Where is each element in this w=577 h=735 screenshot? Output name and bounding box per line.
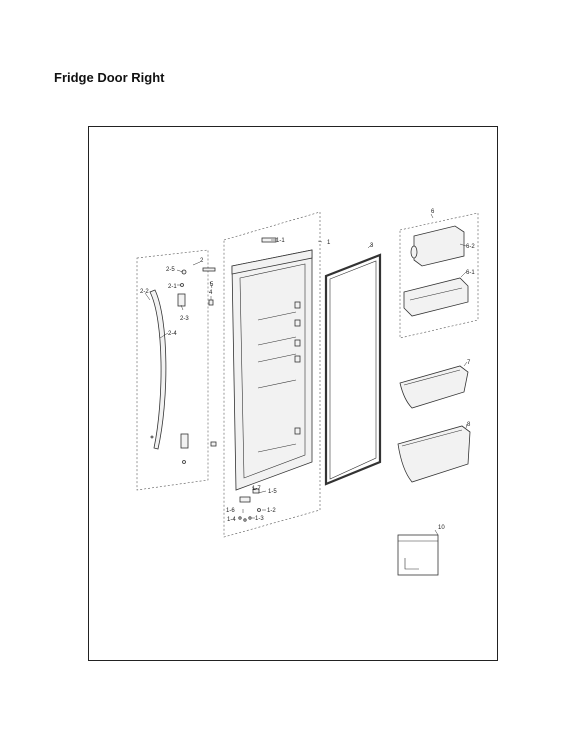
callout-8: 8 <box>467 422 471 428</box>
leader-lines <box>144 213 468 536</box>
callout-3: 3 <box>370 243 374 249</box>
callout-1-4: 1-4 <box>227 517 236 523</box>
screw-strip <box>202 267 216 272</box>
callout-2-4: 2-4 <box>168 331 177 337</box>
callout-1: 1 <box>327 240 331 246</box>
callout-1-7: 1-7 <box>252 486 261 492</box>
callout-2-3: 2-3 <box>180 316 189 322</box>
callout-labels: 1 1-1 1-2 1-3 1-4 1-5 1-6 1-7 2 2-1 2-2 … <box>140 209 475 531</box>
handle-bracket-lower <box>180 433 189 449</box>
callout-6: 6 <box>431 209 435 215</box>
callout-1-2: 1-2 <box>267 508 276 514</box>
callout-1-5: 1-5 <box>268 489 277 495</box>
door-assembly <box>223 211 321 538</box>
callout-1-1: 1-1 <box>276 238 285 244</box>
diagram-frame <box>88 126 498 661</box>
door-gasket <box>324 253 382 486</box>
page-title: Fridge Door Right <box>54 70 165 85</box>
guard-assembly <box>399 212 479 339</box>
handle-bracket-upper <box>177 293 186 307</box>
callout-2-1: 2-1 <box>168 284 177 290</box>
door-guard-8 <box>397 425 471 483</box>
callout-10: 10 <box>438 525 445 531</box>
callout-7: 7 <box>467 360 471 366</box>
callout-6-2: 6-2 <box>466 244 475 250</box>
callout-5: 5 <box>210 282 214 288</box>
callout-2: 2 <box>200 258 204 264</box>
callout-6-1: 6-1 <box>466 270 475 276</box>
callout-2-5: 2-5 <box>166 267 175 273</box>
parts-bag <box>397 534 439 576</box>
door-guard-7 <box>399 365 469 409</box>
callout-1-6: 1-6 <box>226 508 235 514</box>
callout-1-3: 1-3 <box>255 516 264 522</box>
handle-assembly <box>136 249 217 491</box>
callout-4: 4 <box>209 290 213 296</box>
callout-2-2: 2-2 <box>140 289 149 295</box>
